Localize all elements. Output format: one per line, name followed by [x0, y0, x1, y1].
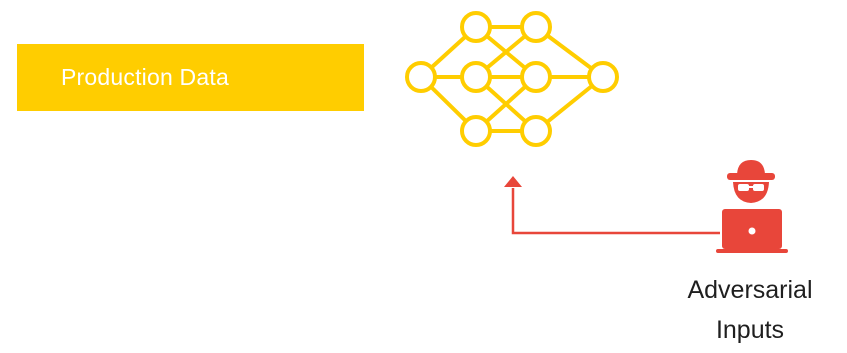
network-nodes: [405, 11, 619, 147]
output-node: [587, 61, 619, 93]
hacker-laptop-icon: [716, 160, 788, 253]
neural-network-icon: [405, 11, 619, 147]
production-data-box: Production Data: [17, 44, 364, 111]
network-edges: [419, 25, 605, 133]
hidden-node: [460, 61, 492, 93]
adversarial-label-line2: Inputs: [715, 316, 785, 344]
adversarial-label-line1: Adversarial: [687, 276, 813, 304]
production-data-label: Production Data: [61, 64, 229, 90]
hidden-node: [520, 11, 552, 43]
arrow-head: [504, 176, 522, 187]
adversarial-inputs-label: Adversarial Inputs: [660, 270, 840, 350]
attack-arrow: [504, 176, 720, 235]
hidden-node: [460, 115, 492, 147]
input-node: [405, 61, 437, 93]
hidden-node: [520, 115, 552, 147]
hidden-node: [460, 11, 492, 43]
hidden-node: [520, 61, 552, 93]
